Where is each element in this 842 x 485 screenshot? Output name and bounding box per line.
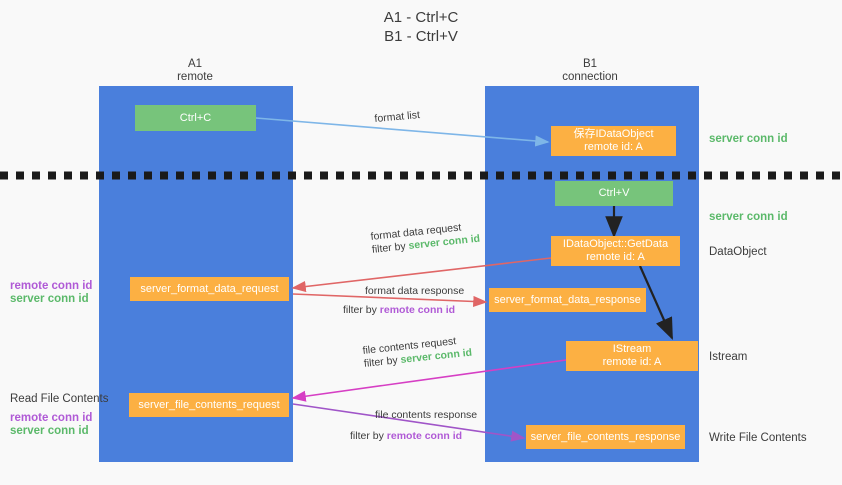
edge-label-file-contents-response: file contents response filter by remote …	[350, 409, 478, 443]
node-save-idataobject-line2: remote id: A	[584, 141, 643, 153]
label-write-file-contents: Write File Contents	[709, 432, 807, 444]
node-ctrl-v-label: Ctrl+V	[598, 187, 630, 199]
node-server-format-data-response[interactable]: server_format_data_response	[489, 288, 646, 312]
edge-file-contents-response-key: remote conn id	[386, 430, 463, 442]
edge-file-contents-request-prefix: filter by	[363, 354, 402, 370]
edge-format-data-response-line2: filter by remote conn id	[343, 304, 464, 317]
label-server-conn-id-1: server conn id	[10, 293, 89, 305]
edge-label-format-data-request: format data request filter by server con…	[370, 220, 481, 257]
edge-label-format-list-text: format list	[374, 109, 421, 125]
edge-format-data-request-prefix: filter by	[371, 240, 410, 256]
diagram-title: A1 - Ctrl+C B1 - Ctrl+V	[0, 8, 842, 46]
node-save-idataobject-line1: 保存IDataObject	[573, 128, 654, 140]
column-b1-sub: connection	[562, 71, 618, 83]
node-idataobject-getdata[interactable]: IDataObject::GetData remote id: A	[551, 236, 680, 266]
label-remote-conn-id-2: remote conn id	[10, 412, 93, 424]
node-getdata-line2: remote id: A	[586, 251, 645, 263]
node-server-file-contents-request-label: server_file_contents_request	[138, 398, 280, 411]
column-b1-name: B1	[582, 58, 598, 70]
label-istream: Istream	[709, 351, 748, 363]
edge-file-contents-response-line2: filter by remote conn id	[350, 430, 477, 443]
node-istream-line1: IStream	[612, 343, 652, 355]
edge-format-data-response-key: remote conn id	[379, 304, 456, 316]
edge-label-format-list: format list	[374, 109, 420, 126]
node-istream[interactable]: IStream remote id: A	[566, 341, 698, 371]
edge-file-contents-response-prefix: filter by	[350, 430, 387, 442]
node-server-format-data-request-label: server_format_data_request	[140, 282, 279, 295]
title-line-2: B1 - Ctrl+V	[384, 28, 458, 45]
node-getdata-line1: IDataObject::GetData	[562, 238, 669, 250]
column-a1-name: A1	[187, 58, 203, 70]
column-header-b1: B1 connection	[520, 58, 660, 84]
node-ctrl-c[interactable]: Ctrl+C	[135, 105, 256, 131]
edge-label-file-contents-request: file contents request filter by server c…	[362, 334, 473, 371]
label-server-conn-id-2: server conn id	[10, 425, 89, 437]
node-server-format-data-request[interactable]: server_format_data_request	[130, 277, 289, 301]
node-istream-line2: remote id: A	[602, 356, 662, 368]
edge-format-data-response-line1: format data response	[365, 285, 465, 297]
node-ctrl-c-label: Ctrl+C	[179, 111, 212, 124]
edge-file-contents-response-line1: file contents response	[375, 409, 478, 421]
column-header-a1: A1 remote	[125, 58, 265, 84]
node-save-idataobject[interactable]: 保存IDataObject remote id: A	[551, 126, 676, 156]
column-a1-sub: remote	[177, 71, 213, 83]
label-remote-conn-id-1: remote conn id	[10, 280, 93, 292]
label-read-file-contents: Read File Contents	[10, 393, 109, 405]
label-dataobject: DataObject	[709, 246, 767, 258]
node-ctrl-v[interactable]: Ctrl+V	[555, 181, 673, 206]
title-line-1: A1 - Ctrl+C	[383, 9, 459, 26]
node-server-file-contents-response[interactable]: server_file_contents_response	[526, 425, 685, 449]
node-server-file-contents-request[interactable]: server_file_contents_request	[129, 393, 289, 417]
phase-divider	[0, 167, 842, 180]
edge-format-data-response-prefix: filter by	[343, 304, 380, 316]
label-server-conn-id-top: server conn id	[709, 133, 788, 145]
node-server-format-data-response-label: server_format_data_response	[494, 293, 641, 306]
label-server-conn-id-mid: server conn id	[709, 211, 788, 223]
edge-label-format-data-response: format data response filter by remote co…	[343, 285, 465, 317]
node-server-file-contents-response-label: server_file_contents_response	[530, 430, 681, 443]
